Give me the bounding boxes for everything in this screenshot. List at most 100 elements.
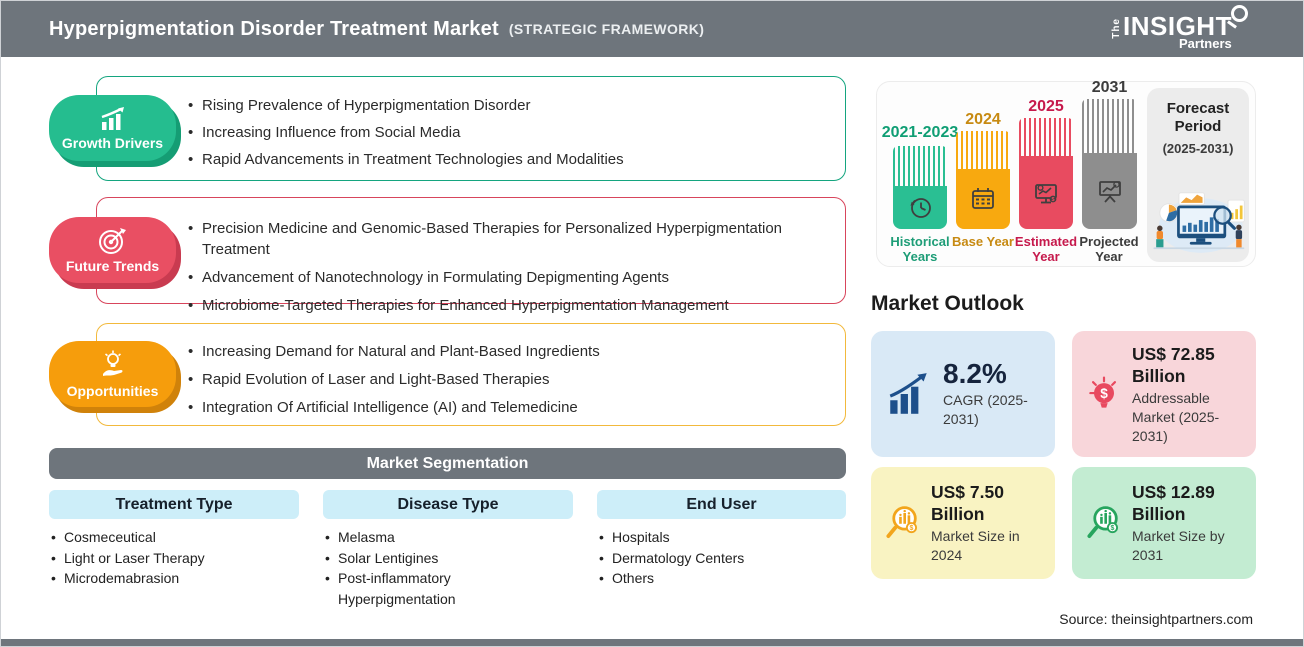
bar-solid <box>893 186 947 229</box>
opportunities-label: Opportunities <box>66 382 159 399</box>
market-segmentation-title: Market Segmentation <box>366 454 529 472</box>
list-item: Rapid Evolution of Laser and Light-Based… <box>186 369 826 390</box>
magnifier-ring-icon <box>1231 5 1248 22</box>
list-item: Microdemabrasion <box>51 568 271 589</box>
bar-caption: Historical Years <box>890 234 950 264</box>
historical-years-bar <box>893 146 947 229</box>
forecast-period-title: Forecast Period <box>1166 100 1230 135</box>
bar-solid <box>956 169 1010 229</box>
list-item: Cosmeceutical <box>51 527 271 548</box>
card-value: US$ 12.89 Billion <box>1132 482 1215 524</box>
forecast-timeline-panel: 2021-2023 2024 2025 2031 <box>876 79 1256 267</box>
list-item: Dermatology Centers <box>599 548 819 569</box>
list-item: Microbiome-Targeted Therapies for Enhanc… <box>186 295 806 316</box>
future-trends-list: Precision Medicine and Genomic-Based The… <box>186 218 806 323</box>
logo-the-text: The <box>1111 18 1122 39</box>
insight-partners-logo: The INSIGHT Partners <box>1103 5 1263 51</box>
growth-drivers-badge: Growth Drivers <box>49 95 176 161</box>
forecast-period-panel: Forecast Period (2025-2031) <box>1147 88 1249 262</box>
bar-chart-arrow-icon <box>101 106 124 130</box>
projected-year-bar <box>1082 99 1137 229</box>
segment-header-label: Disease Type <box>397 495 499 513</box>
year-label: 2025 <box>1028 98 1064 115</box>
logo-insight-text: INSIGHT <box>1123 11 1232 41</box>
card-value: US$ 72.85 Billion <box>1132 343 1215 386</box>
segment-header-end-user: End User <box>597 490 846 519</box>
svg-text:$: $ <box>1100 386 1108 401</box>
analytics-illustration <box>1153 192 1245 253</box>
list-item: Advancement of Nanotechnology in Formula… <box>186 267 806 288</box>
card-value: 8.2% <box>943 358 1007 389</box>
market-outlook-title: Market Outlook <box>871 292 1024 315</box>
svg-text:$: $ <box>1051 197 1054 203</box>
year-label: 2024 <box>965 111 1001 128</box>
list-item: Increasing Demand for Natural and Plant-… <box>186 341 826 362</box>
logo-partners-text: Partners <box>1179 36 1232 51</box>
bar-solid <box>1082 153 1137 229</box>
list-item: Integration Of Artificial Intelligence (… <box>186 397 826 418</box>
card-label: Market Size by 2031 <box>1132 528 1225 563</box>
footer-strip <box>1 639 1303 646</box>
header-bar: Hyperpigmentation Disorder Treatment Mar… <box>1 1 1303 57</box>
list-item: Solar Lentigines <box>325 548 545 569</box>
segment-header-treatment-type: Treatment Type <box>49 490 299 519</box>
market-magnifier-icon: $ <box>886 506 917 538</box>
disease-type-list: Melasma Solar Lentigines Post-inflammato… <box>325 527 545 609</box>
cagr-growth-icon <box>889 373 927 414</box>
card-label: Market Size in 2024 <box>931 528 1020 563</box>
segment-header-label: End User <box>686 495 757 513</box>
card-label: Addressable Market (2025-2031) <box>1132 389 1220 444</box>
bar-caption: Base Year <box>952 234 1014 249</box>
future-trends-label: Future Trends <box>65 257 160 274</box>
list-item: Light or Laser Therapy <box>51 548 271 569</box>
dollar-bulb-icon: $ <box>1089 376 1116 408</box>
estimated-year-bar: $ <box>1019 118 1073 229</box>
growth-drivers-list: Rising Prevalence of Hyperpigmentation D… <box>186 95 826 176</box>
list-item: Rising Prevalence of Hyperpigmentation D… <box>186 95 826 116</box>
market-magnifier-icon: $ <box>1087 506 1118 538</box>
cagr-card: 8.2% CAGR (2025-2031) <box>871 331 1055 457</box>
bar-solid: $ <box>1019 156 1073 229</box>
segment-header-label: Treatment Type <box>115 495 233 513</box>
target-dart-icon <box>98 227 126 254</box>
addressable-market-card: $ US$ 72.85 Billion Addressable Market (… <box>1072 331 1256 457</box>
market-size-2031-card: $ US$ 12.89 Billion Market Size by 2031 <box>1072 467 1256 579</box>
svg-text:$: $ <box>1111 525 1115 532</box>
history-clock-icon <box>910 197 931 218</box>
list-item: Others <box>599 568 819 589</box>
year-label: 2031 <box>1091 79 1128 96</box>
card-value: US$ 7.50 Billion <box>931 482 1004 524</box>
bar-stripes <box>1019 118 1073 156</box>
list-item: Rapid Advancements in Treatment Technolo… <box>186 149 826 170</box>
list-item: Hospitals <box>599 527 819 548</box>
market-segmentation-header: Market Segmentation <box>49 448 846 479</box>
growth-drivers-label: Growth Drivers <box>61 134 164 151</box>
opportunities-list: Increasing Demand for Natural and Plant-… <box>186 341 826 425</box>
market-size-2024-card: $ US$ 7.50 Billion Market Size in 2024 <box>871 467 1055 579</box>
page-title: Hyperpigmentation Disorder Treatment Mar… <box>49 17 499 40</box>
bar-stripes <box>893 146 947 186</box>
segment-header-disease-type: Disease Type <box>323 490 573 519</box>
projection-screen-icon <box>1098 181 1121 203</box>
end-user-list: Hospitals Dermatology Centers Others <box>599 527 819 589</box>
bar-caption: Projected Year <box>1079 234 1139 264</box>
computer-gear-icon: $ <box>1035 183 1057 203</box>
opportunities-badge: Opportunities <box>49 341 176 407</box>
source-attribution: Source: theinsightpartners.com <box>1059 611 1253 627</box>
list-item: Increasing Influence from Social Media <box>186 122 826 143</box>
year-label: 2021-2023 <box>881 124 959 141</box>
base-year-bar <box>956 131 1010 229</box>
bar-caption: Estimated Year <box>1014 234 1078 264</box>
card-label: CAGR (2025-2031) <box>943 392 1028 427</box>
list-item: Precision Medicine and Genomic-Based The… <box>186 218 806 260</box>
treatment-type-list: Cosmeceutical Light or Laser Therapy Mic… <box>51 527 271 589</box>
calendar-icon <box>972 188 994 209</box>
bar-stripes <box>1082 99 1137 153</box>
svg-text:$: $ <box>910 525 914 532</box>
bar-stripes <box>956 131 1010 169</box>
list-item: Post-inflammatory Hyperpigmentation <box>325 568 465 609</box>
future-trends-badge: Future Trends <box>49 217 176 283</box>
page-subtitle: (STRATEGIC FRAMEWORK) <box>508 21 705 37</box>
bulb-hand-icon <box>102 350 122 376</box>
